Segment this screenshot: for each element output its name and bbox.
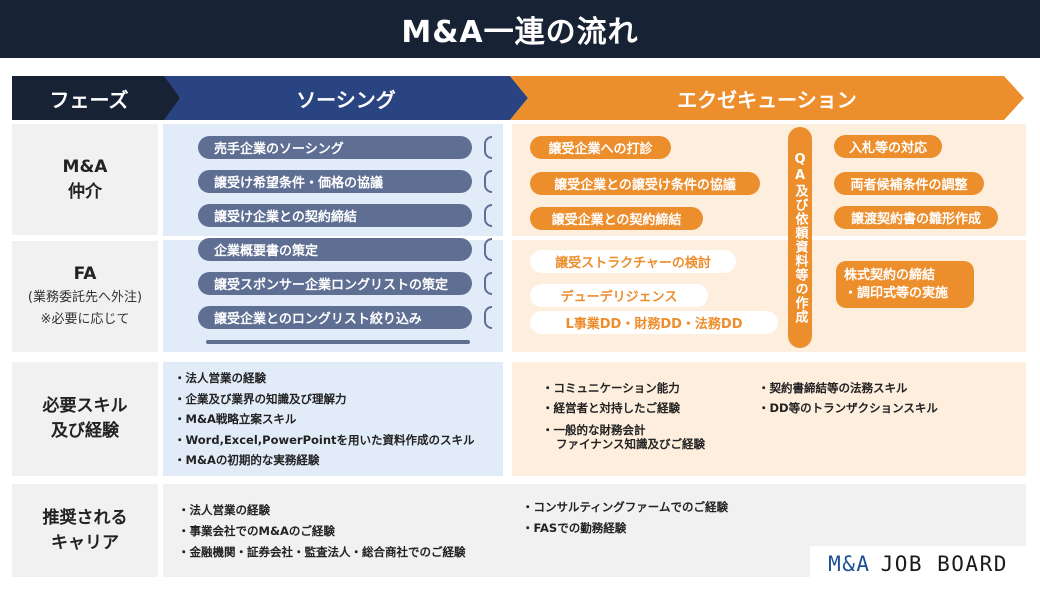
- list-item: 契約書締結等の法務スキル: [758, 378, 938, 398]
- exec-skill-multiline-1: ・一般的な財務会計: [542, 423, 646, 437]
- sourcing-tab-4: [484, 238, 492, 261]
- list-item: 経営者と対持したご経験: [542, 398, 681, 418]
- sourcing-tab-5: [484, 272, 492, 295]
- phase-execution-arrow: エクゼキューション: [510, 76, 1024, 120]
- list-item: DD等のトランザクションスキル: [758, 398, 938, 418]
- exec-fa-step-2: デューデリジェンス: [530, 284, 708, 307]
- list-item: Word,Excel,PowerPointを用いた資料作成のスキル: [174, 430, 475, 451]
- row-label-career: 推奨される キャリア: [12, 484, 158, 577]
- list-item: 事業会社でのM&Aのご経験: [178, 521, 466, 542]
- list-item: 法人営業の経験: [174, 368, 475, 389]
- sourcing-tab-2: [484, 170, 492, 193]
- sourcing-tab-3: [484, 204, 492, 227]
- sourcing-step-1: 売手企業のソーシング: [198, 136, 472, 159]
- closing-line-2: ・調印式等の実施: [844, 285, 949, 301]
- phase-header-label: フェーズ: [12, 76, 180, 120]
- exec-skills-left-list: コミュニケーション能力 経営者と対持したご経験: [542, 378, 681, 418]
- sourcing-step-6: 譲受企業とのロングリスト絞り込み: [198, 306, 472, 329]
- exec-ma-step-2: 譲受企業との譲受け条件の協議: [530, 172, 760, 195]
- exec-fa-step-1: 譲受ストラクチャーの検討: [530, 250, 736, 273]
- row-label-skills-text: 必要スキル 及び経験: [42, 396, 128, 441]
- logo-ma-text: M&A: [828, 552, 871, 576]
- list-item: M&A戦略立案スキル: [174, 409, 475, 430]
- exec-skill-multiline-2: ファイナンス知識及びご経験: [556, 437, 706, 451]
- row-divider: [163, 236, 1026, 240]
- row-label-skills: 必要スキル 及び経験: [12, 362, 158, 476]
- row-label-fa-text: FA: [73, 264, 97, 284]
- list-item: 金融機関・証券会社・監査法人・総合商社でのご経験: [178, 542, 466, 563]
- row-label-career-text: 推奨される キャリア: [42, 507, 128, 553]
- list-item: 企業及び業界の知識及び理解力: [174, 389, 475, 410]
- sourcing-step-2: 譲受け希望条件・価格の協議: [198, 170, 472, 193]
- list-item: 法人営業の経験: [178, 500, 466, 521]
- ma-job-board-logo: M&A JOB BOARD: [810, 546, 1026, 582]
- row-label-ma-text: M&A 仲介: [62, 156, 108, 202]
- career-exec-list: コンサルティングファームでのご経験 FASでの勤務経験: [522, 497, 728, 539]
- list-item: M&Aの初期的な実務経験: [174, 450, 475, 471]
- page-title: M&A一連の流れ: [0, 0, 1040, 58]
- sourcing-step-5: 譲受スポンサー企業ロングリストの策定: [198, 272, 472, 295]
- sourcing-skills-list: 法人営業の経験 企業及び業界の知識及び理解力 M&A戦略立案スキル Word,E…: [174, 368, 475, 471]
- exec-right-step-3: 譲渡契約書の雛形作成: [834, 206, 998, 229]
- exec-right-step-2: 両者候補条件の調整: [834, 172, 984, 195]
- qa-documents-bar: QA及び依頼資料等の作成: [788, 127, 812, 348]
- sourcing-step-more: [206, 340, 470, 344]
- sourcing-step-4: 企業概要書の策定: [198, 238, 472, 261]
- exec-ma-step-1: 譲受企業への打診: [530, 136, 671, 159]
- exec-skills-right-list: 契約書締結等の法務スキル DD等のトランザクションスキル: [758, 378, 938, 418]
- logo-jobboard-text: JOB BOARD: [880, 552, 1008, 576]
- exec-fa-step-3: L事業DD・財務DD・法務DD: [530, 311, 778, 334]
- sourcing-tab-6: [484, 306, 492, 329]
- sourcing-tab-1: [484, 136, 492, 159]
- list-item: FASでの勤務経験: [522, 518, 728, 539]
- row-label-ma: M&A 仲介: [12, 124, 158, 235]
- closing-line-1: 株式契約の締結: [844, 267, 936, 283]
- row-label-fa-sub2: ※必要に応じて: [40, 312, 130, 327]
- list-item: コンサルティングファームでのご経験: [522, 497, 728, 518]
- row-label-fa: FA (業務委託先へ外注) ※必要に応じて: [12, 241, 158, 352]
- exec-ma-step-3: 譲受企業との契約締結: [530, 207, 703, 230]
- closing-box: 株式契約の締結 ・調印式等の実施: [836, 261, 974, 308]
- row-label-fa-sub1: (業務委託先へ外注): [27, 290, 143, 305]
- career-sourcing-list: 法人営業の経験 事業会社でのM&Aのご経験 金融機関・証券会社・監査法人・総合商…: [178, 500, 466, 563]
- sourcing-step-3: 譲受け企業との契約締結: [198, 204, 472, 227]
- phase-sourcing-arrow: ソーシング: [164, 76, 528, 120]
- exec-right-step-1: 入札等の対応: [834, 135, 942, 158]
- list-item: コミュニケーション能力: [542, 378, 680, 398]
